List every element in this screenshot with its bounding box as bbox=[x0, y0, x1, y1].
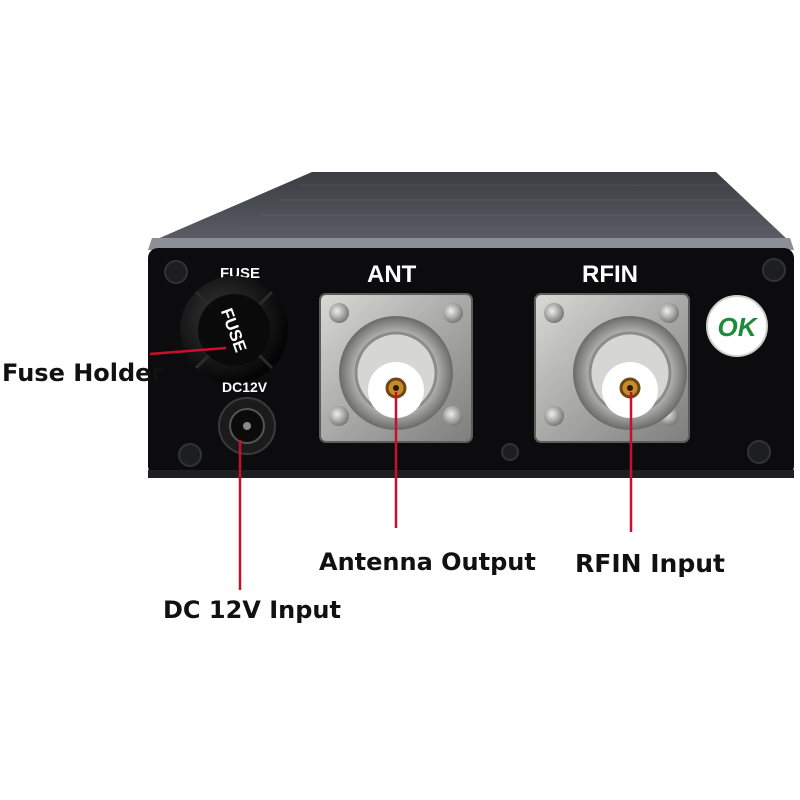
corner-screw-icon bbox=[762, 258, 786, 282]
pointer-lines bbox=[149, 346, 633, 590]
enclosure-top bbox=[155, 172, 788, 240]
brushed-texture bbox=[235, 184, 775, 229]
panel-screws bbox=[164, 258, 786, 467]
callout-rfin-input: RFIN Input bbox=[575, 549, 725, 578]
screw-icon bbox=[544, 303, 564, 323]
callout-antenna-output: Antenna Output bbox=[319, 548, 536, 576]
screw-icon bbox=[544, 406, 564, 426]
dc12v-panel-label: DC12V bbox=[222, 379, 268, 395]
screw-icon bbox=[659, 303, 679, 323]
screw-icon bbox=[443, 406, 463, 426]
ant-connector[interactable] bbox=[319, 293, 473, 443]
rfin-connector[interactable] bbox=[534, 293, 690, 443]
callout-dc-input: DC 12V Input bbox=[163, 596, 341, 624]
screw-icon bbox=[443, 303, 463, 323]
corner-screw-icon bbox=[178, 443, 202, 467]
ant-panel-label: ANT bbox=[367, 261, 417, 288]
pointer-fuse bbox=[149, 346, 227, 356]
ok-badge bbox=[706, 295, 768, 357]
dc-jack-pin bbox=[243, 422, 251, 430]
panel-bottom-edge bbox=[148, 470, 794, 478]
enclosure-rim bbox=[148, 238, 794, 250]
screw-icon bbox=[329, 406, 349, 426]
rfin-panel-label: RFIN bbox=[582, 261, 638, 288]
corner-screw-icon bbox=[164, 260, 188, 284]
corner-screw-icon bbox=[501, 443, 519, 461]
corner-screw-icon bbox=[747, 440, 771, 464]
callout-fuse-holder: Fuse Holder bbox=[2, 359, 164, 387]
screw-icon bbox=[329, 303, 349, 323]
ok-badge-text: OK bbox=[718, 312, 759, 342]
